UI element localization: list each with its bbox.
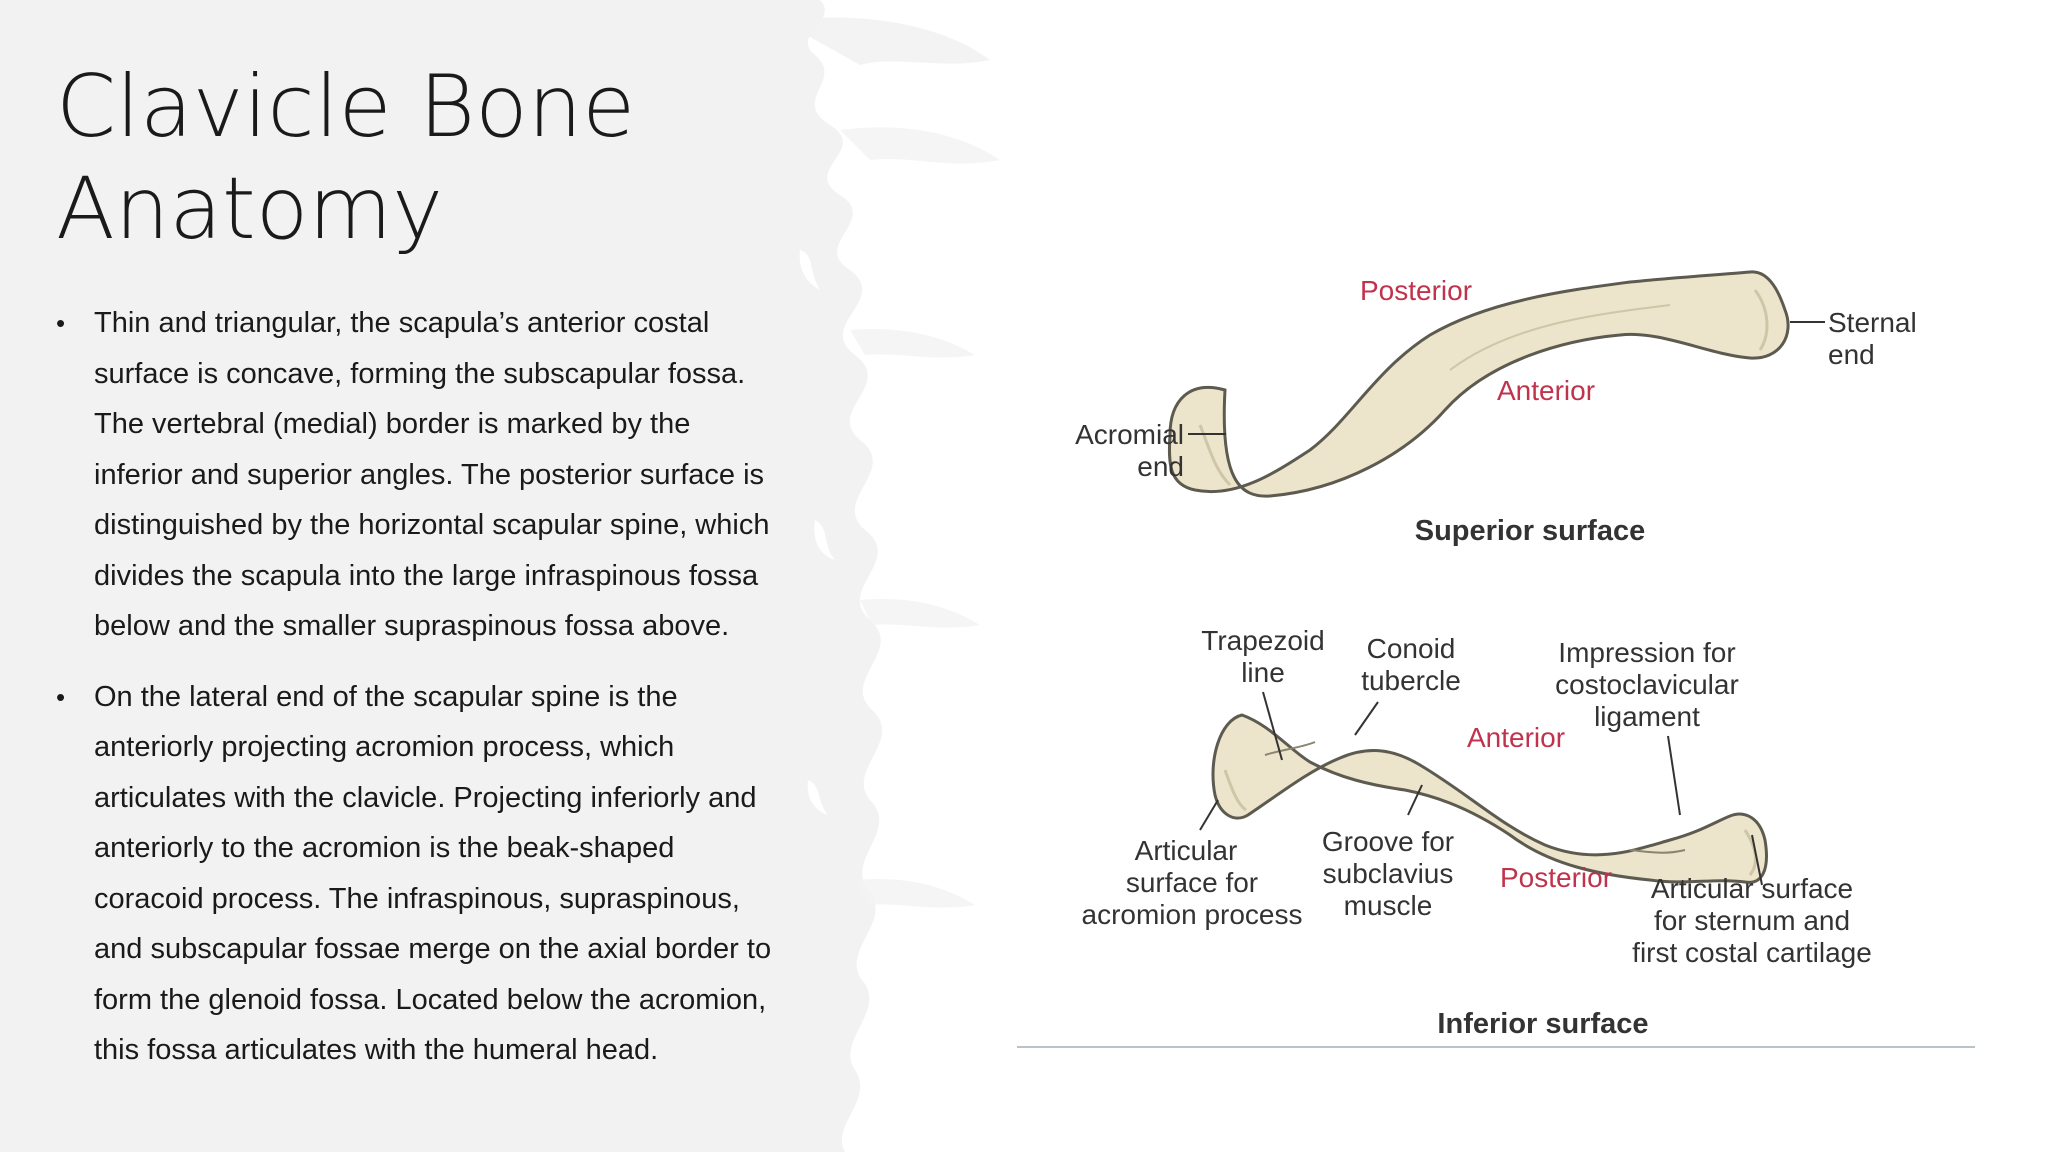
bullet-1-line-6: divides the scapula into the large infra… — [94, 559, 759, 592]
label-sternal-end-2: end — [1828, 339, 1875, 370]
label-inferior-anterior: Anterior — [1467, 722, 1565, 753]
clavicle-diagram: Posterior Anterior Acromial end Sternal … — [1017, 270, 1975, 1048]
clavicle-anatomy-figure: Posterior Anterior Acromial end Sternal … — [1010, 250, 1980, 1050]
bullet-item-2: • On the lateral end of the scapular spi… — [56, 672, 816, 1076]
slide-title: Clavicle Bone Anatomy — [56, 56, 816, 260]
clavicle-inferior-shape — [1211, 713, 1768, 884]
bullet-item-1: • Thin and triangular, the scapula’s ant… — [56, 298, 816, 652]
bullet-1-line-3: The vertebral (medial) border is marked … — [94, 408, 691, 440]
label-impression-3: ligament — [1594, 701, 1700, 732]
leader-articular-sternum — [1751, 834, 1763, 886]
label-superior-posterior: Posterior — [1360, 275, 1472, 306]
label-groove-3: muscle — [1344, 890, 1433, 921]
bullet-2-line-7: form the glenoid fossa. Located below th… — [94, 983, 767, 1016]
bullet-list: • Thin and triangular, the scapula’s ant… — [56, 298, 816, 1096]
bullet-2-line-6: and subscapular fossae merge on the axia… — [94, 933, 772, 965]
bullet-2-line-4: anteriorly to the acromion is the beak-s… — [94, 832, 675, 864]
label-articular-sternum-2: for sternum and — [1654, 905, 1850, 936]
bullet-1-line-4: inferior and superior angles. The poster… — [94, 458, 765, 491]
leader-articular-acromion — [1199, 799, 1219, 831]
label-groove-2: subclavius — [1323, 858, 1454, 889]
leader-conoid-tubercle — [1354, 701, 1379, 736]
leader-groove — [1407, 784, 1423, 816]
caption-superior-surface: Superior surface — [1415, 515, 1645, 547]
label-sternal-end-1: Sternal — [1828, 307, 1917, 338]
bullet-2-line-3: articulates with the clavicle. Projectin… — [94, 781, 757, 814]
bullet-1-line-2: surface is concave, forming the subscapu… — [94, 357, 746, 390]
bullet-1-line-7: below and the smaller supraspinous fossa… — [94, 610, 730, 642]
label-articular-acromion-2: surface for — [1126, 867, 1258, 898]
label-conoid-tubercle-1: Conoid — [1367, 633, 1456, 664]
title-line-1: Clavicle Bone — [56, 57, 636, 157]
label-acromial-end-2: end — [1137, 451, 1184, 482]
label-groove-1: Groove for — [1322, 826, 1454, 857]
label-trapezoid-line-2: line — [1241, 657, 1285, 688]
label-articular-acromion-1: Articular — [1135, 835, 1238, 866]
clavicle-superior-shape — [1167, 270, 1790, 498]
label-trapezoid-line-1: Trapezoid — [1201, 625, 1324, 656]
label-articular-acromion-3: acromion process — [1082, 899, 1303, 930]
label-articular-sternum-3: first costal cartilage — [1632, 937, 1872, 968]
label-inferior-posterior: Posterior — [1500, 862, 1612, 893]
bullet-1-line-1: Thin and triangular, the scapula’s anter… — [94, 307, 710, 339]
bullet-marker: • — [56, 308, 66, 338]
label-acromial-end-1: Acromial — [1075, 419, 1184, 450]
title-line-2: Anatomy — [56, 159, 444, 259]
bullet-marker: • — [56, 681, 66, 712]
leader-trapezoid-line — [1262, 691, 1283, 761]
bullet-1-line-5: distinguished by the horizontal scapular… — [94, 509, 770, 541]
caption-inferior-surface: Inferior surface — [1437, 1008, 1648, 1040]
bullet-2-line-8: this fossa articulates with the humeral … — [94, 1034, 659, 1066]
label-superior-anterior: Anterior — [1497, 375, 1595, 406]
leader-impression — [1667, 735, 1681, 816]
bullet-2-line-1: On the lateral end of the scapular spine… — [94, 680, 678, 713]
label-articular-sternum-1: Articular surface — [1651, 873, 1853, 904]
bullet-2-line-5: coracoid process. The infraspinous, supr… — [94, 882, 740, 915]
label-conoid-tubercle-2: tubercle — [1361, 665, 1461, 696]
label-impression-2: costoclavicular — [1555, 669, 1739, 700]
bullet-2-line-2: anteriorly projecting acromion process, … — [94, 731, 675, 763]
label-impression-1: Impression for — [1558, 637, 1735, 668]
